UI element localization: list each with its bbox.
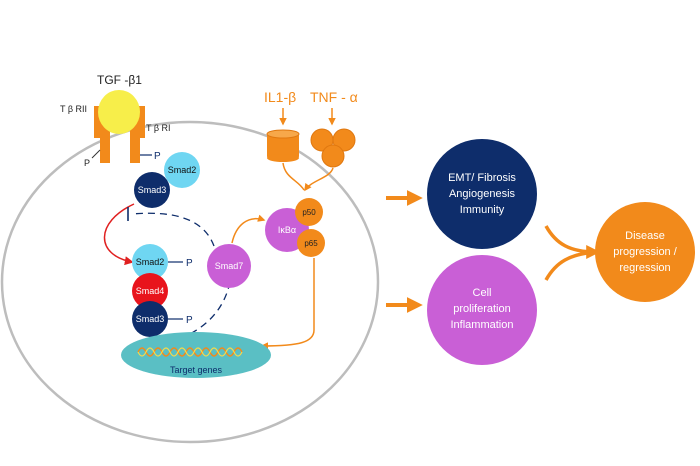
smad3-bottom-label: Smad3: [136, 314, 165, 324]
p50-label: p50: [302, 208, 316, 217]
prolif-line-3: Inflammation: [451, 319, 514, 331]
smad7-label: Smad7: [215, 261, 244, 271]
smad3-bottom-node: [132, 301, 168, 337]
smad3-top-label: Smad3: [138, 185, 167, 195]
p50-node: [295, 198, 323, 226]
receptor-tbrii-stem: [100, 128, 110, 163]
receptor-tbri-stem: [130, 128, 140, 163]
prolif-line-1: Cell: [473, 287, 492, 299]
cytokine-converge-left: [282, 162, 305, 191]
smad7-to-dna-dashed: [189, 281, 231, 335]
tbrii-label: T β RII: [60, 104, 87, 114]
receptor-p-right: P: [154, 151, 161, 162]
emt-to-disease-arrow: [544, 225, 601, 259]
disease-line-3: regression: [619, 262, 670, 274]
prolif-to-disease-arrow: [544, 250, 597, 281]
smad7-node: [207, 244, 251, 288]
receptor-p-left: P: [84, 158, 90, 168]
target-genes-label: Target genes: [170, 365, 223, 375]
emt-line-2: Angiogenesis: [449, 188, 516, 200]
ikba-label: IκBα: [278, 225, 296, 235]
smad2-mid-label: Smad2: [136, 257, 165, 267]
disease-line-2: progression /: [613, 246, 678, 258]
smad4-node: [132, 273, 168, 309]
p65-label: p65: [304, 239, 318, 248]
receptor-p-line-left: [91, 149, 101, 159]
smad2-mid-p: P: [186, 258, 193, 269]
prolif-line-2: proliferation: [453, 303, 510, 315]
tnfa-label: TNF - α: [310, 89, 358, 105]
tgf-receptor: [91, 90, 152, 163]
tbri-label: T β RI: [146, 123, 171, 133]
smad7-to-ikba-arrow: [231, 214, 266, 244]
emt-line-3: Immunity: [460, 204, 505, 216]
smad7-inhibition-dashed: [131, 212, 215, 247]
p65-to-dna-arrow: [260, 258, 315, 350]
smad2-mid-node: [132, 244, 168, 280]
emt-fibrosis-circle: [427, 139, 537, 249]
smad4-label: Smad4: [136, 286, 165, 296]
cell-membrane: [0, 120, 380, 444]
il1b-receptor-icon: [266, 129, 300, 162]
smad2-top-node: [164, 152, 200, 188]
dna-helix-icon: [137, 347, 243, 357]
disease-line-1: Disease: [625, 230, 665, 242]
tgf-b1-label: TGF -β1: [97, 73, 142, 87]
proliferation-circle: [427, 255, 537, 365]
tgf-b1-ligand: [98, 90, 140, 134]
smad3-top-node: [134, 172, 170, 208]
cytokine-converge-right: [304, 167, 334, 192]
smad2-top-label: Smad2: [168, 165, 197, 175]
emt-line-1: EMT/ Fibrosis: [448, 172, 516, 184]
tnfa-trimer-icon: [310, 128, 356, 168]
disease-circle: [595, 202, 695, 302]
il1b-label: IL1-β: [264, 89, 296, 105]
red-translocation-arrow: [103, 203, 135, 266]
p65-node: [297, 229, 325, 257]
smad3-bottom-p: P: [186, 315, 193, 326]
